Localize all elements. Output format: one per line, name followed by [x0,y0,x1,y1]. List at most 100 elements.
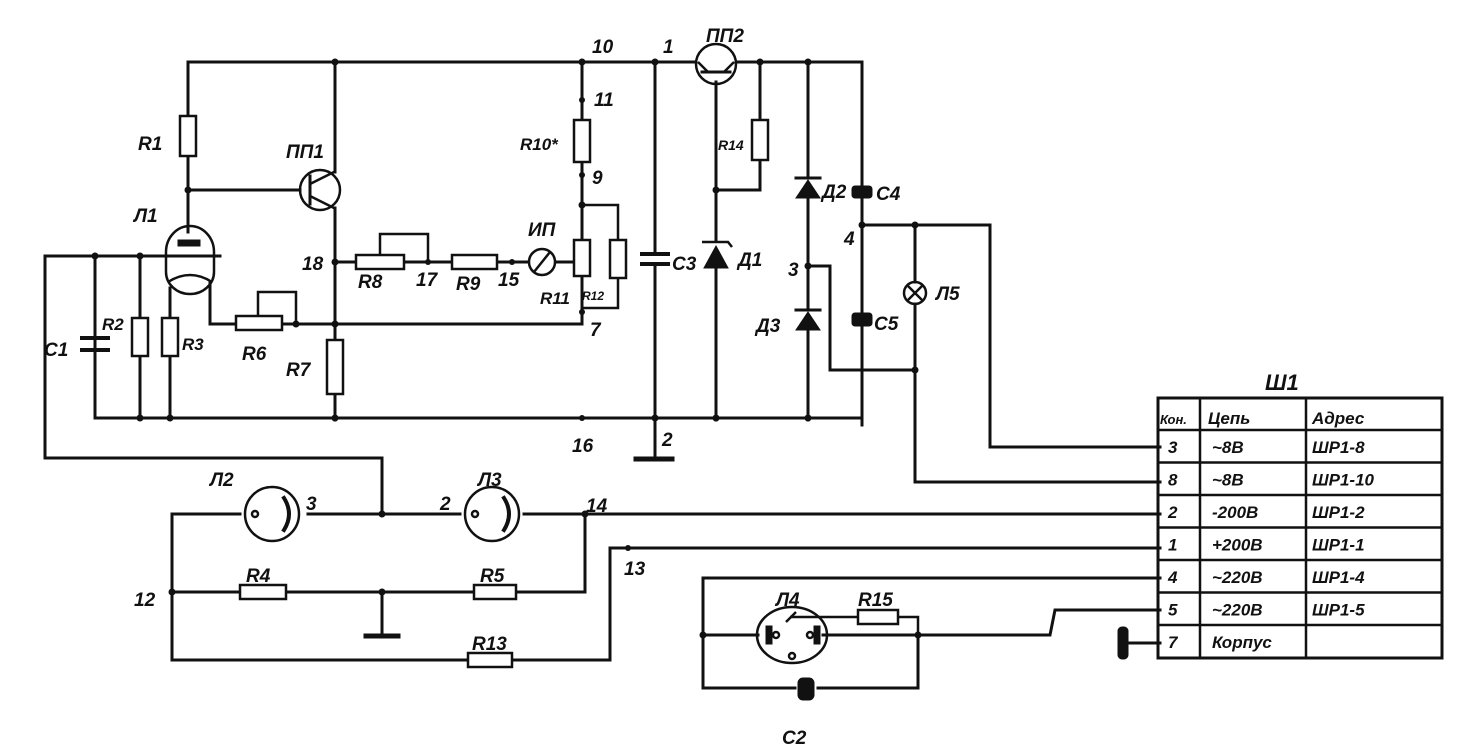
label-C1: C1 [44,340,68,361]
capacitor-C1 [80,336,110,352]
label-R8: R8 [358,272,383,293]
resistor-R15 [856,608,900,626]
cell-contact: 4 [1167,568,1178,587]
label-R11: R11 [540,289,570,308]
neon-lamp-L3 [463,485,521,543]
col-header-address: Адрес [1311,409,1365,428]
cell-contact: 2 [1167,503,1178,522]
table-row: 4 ~220В ШР1-4 [1167,568,1365,587]
label-PP2: ПП2 [706,26,744,47]
node-label-13: 13 [624,559,646,580]
label-L1: Л1 [132,206,158,227]
label-R13: R13 [472,634,507,655]
label-D2: Д2 [820,182,847,203]
label-IP: ИП [528,220,556,241]
resistor-R6 [234,314,284,332]
label-C4: C4 [876,184,901,205]
diode-D2 [794,176,822,199]
label-L2: Л2 [208,470,234,491]
label-R2: R2 [102,315,124,334]
cell-address: ШР1-10 [1312,471,1375,490]
resistor-R5 [472,583,518,601]
label-R15: R15 [858,590,893,611]
resistor-R2 [130,316,150,358]
cell-address: ШР1-8 [1312,438,1365,457]
table-row: 2 -200В ШР1-2 [1167,503,1365,522]
resistor-R12 [608,238,628,280]
cell-circuit: -200В [1212,503,1258,522]
label-C2: C2 [782,728,807,749]
label-PP1: ПП1 [286,142,324,163]
cell-address: ШР1-4 [1312,568,1365,587]
cell-circuit: +200В [1212,536,1263,555]
cell-circuit: ~220В [1212,568,1263,587]
node-label-15: 15 [498,270,520,291]
resistor-R11 [572,238,592,278]
capacitor-C4 [851,185,873,199]
connector-title: Ш1 [1265,370,1299,395]
node-label-9: 9 [592,168,603,189]
capacitor-C3 [640,252,670,266]
cell-contact: 5 [1168,601,1178,620]
zener-diode-D1 [702,240,733,269]
cell-circuit: ~8В [1212,438,1244,457]
node-label-12: 12 [134,590,156,611]
node-label-7: 7 [590,320,602,341]
cell-contact: 7 [1168,633,1179,652]
capacitor-C2 [797,677,815,701]
node-label-16: 16 [572,436,594,457]
resistor-R4 [238,583,288,601]
resistor-R7 [325,338,345,396]
node-label-4: 4 [843,229,855,250]
lamp-L5 [902,280,928,306]
resistor-R3 [160,316,180,358]
label-R12: R12 [582,289,604,303]
label-C3: C3 [672,254,697,275]
node-label-2b: 2 [439,494,451,515]
label-L3: Л3 [476,470,502,491]
node-label-10: 10 [592,37,614,58]
vacuum-tube-L1 [164,224,216,296]
label-L4: Л4 [774,590,800,611]
node-label-3: 3 [788,260,799,281]
node-label-1: 1 [663,37,674,58]
label-R1: R1 [138,134,162,155]
node-label-2: 2 [661,430,673,451]
transistor-PP2 [694,42,738,86]
cell-address: ШР1-2 [1312,503,1365,522]
cell-circuit: ~220В [1212,601,1263,620]
table-row: 7 Корпус [1168,633,1272,652]
col-header-contact: Кон. [1160,412,1187,427]
label-R3: R3 [182,335,204,354]
label-C5: C5 [874,314,899,335]
resistor-R1 [178,114,198,158]
diode-D3 [794,308,822,331]
node-label-3b: 3 [306,494,317,515]
junction-dots [91,58,922,639]
resistor-R14 [750,118,770,162]
node-label-14: 14 [586,496,608,517]
capacitor-C5 [851,312,873,327]
neon-lamp-L2 [243,485,301,543]
lower-section-wires [170,512,1162,690]
node-label-11: 11 [594,90,614,111]
label-R10: R10* [520,135,559,154]
label-R7: R7 [286,360,312,381]
cell-circuit: Корпус [1212,633,1272,652]
transistor-PP1 [298,168,342,212]
label-D3: Д3 [754,316,781,337]
resistor-R9 [450,253,499,271]
node-labels: 10 1 11 9 18 17 15 7 16 2 3 4 12 14 13 3… [134,37,855,611]
resistor-R8 [354,253,406,271]
label-R6: R6 [242,344,267,365]
meter-IP [527,247,557,277]
lamp-L4 [755,605,829,665]
resistor-R13 [466,651,514,669]
component-labels: R1 R2 R3 R6 R7 R8 R9 R10* R11 R12 R14 R4… [44,26,960,749]
label-D1: Д1 [736,250,762,271]
cell-contact: 1 [1168,536,1177,555]
cell-contact: 8 [1168,471,1178,490]
node-label-17: 17 [416,270,439,291]
